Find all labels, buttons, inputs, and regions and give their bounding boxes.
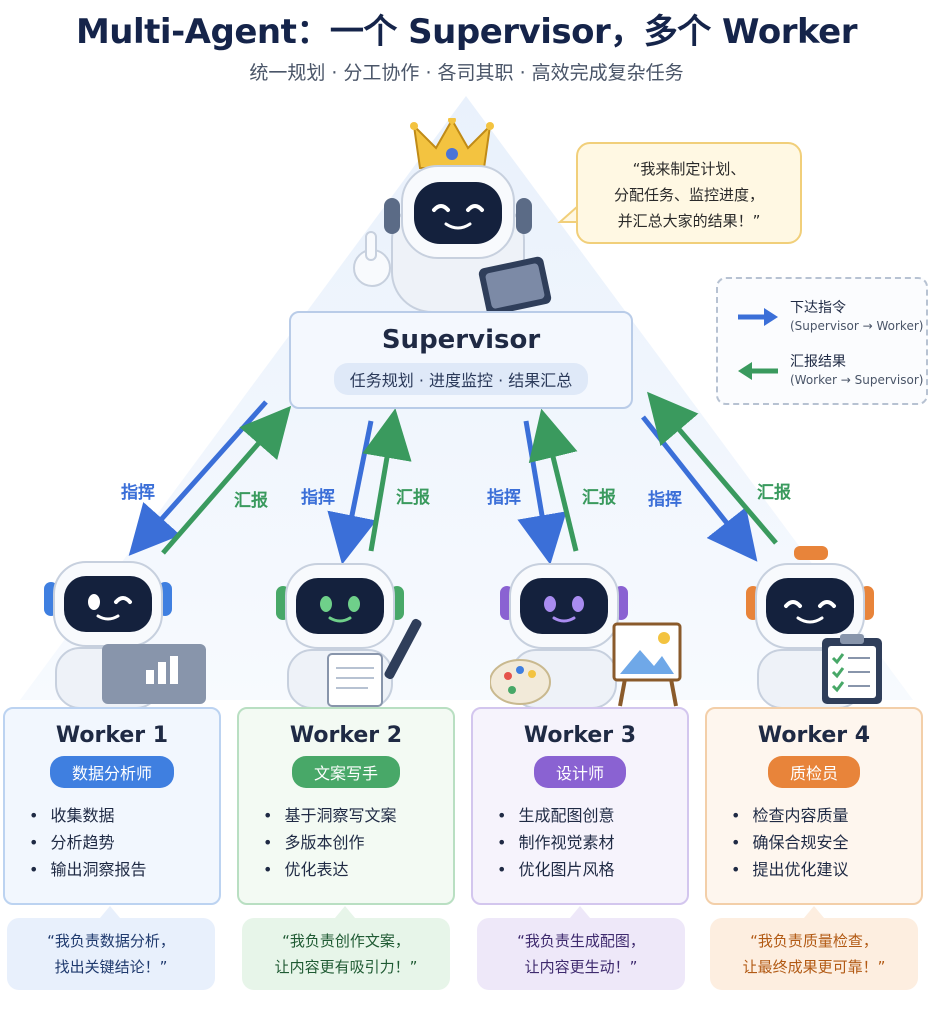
worker-card-1: Worker 1 数据分析师 收集数据 分析趋势 输出洞察报告 [3, 707, 221, 905]
worker-task: 生成配图创意 [497, 802, 687, 829]
quote-line: 让内容更有吸引力！” [274, 958, 418, 976]
easel-canvas-icon [612, 622, 682, 707]
arrow-left-icon [738, 362, 778, 380]
worker-role-badge: 数据分析师 [49, 756, 174, 788]
worker-quote-4: “我负责质量检查， 让最终成果更可靠！” [710, 918, 918, 990]
notepad-icon [327, 653, 383, 707]
worker-task: 优化图片风格 [497, 856, 687, 883]
quote-line: “我负责数据分析， [47, 932, 175, 950]
arrow-right-icon [738, 308, 778, 326]
worker-card-4: Worker 4 质检员 检查内容质量 确保合规安全 提出优化建议 [705, 707, 923, 905]
worker-task: 优化表达 [263, 856, 453, 883]
quote-tail-1 [100, 906, 120, 918]
worker-card-2: Worker 2 文案写手 基于洞察写文案 多版本创作 优化表达 [237, 707, 455, 905]
worker-task: 分析趋势 [29, 829, 219, 856]
worker-task: 收集数据 [29, 802, 219, 829]
worker-1-robot-illustration [44, 561, 206, 708]
page-title: Multi-Agent：一个 Supervisor，多个 Worker [75, 12, 858, 52]
worker-quote-1: “我负责数据分析， 找出关键结论！” [7, 918, 215, 990]
worker-title: Worker 4 [757, 723, 871, 748]
arrow-label-report-3: 汇报 [582, 488, 616, 508]
quote-line: “我负责生成配图， [517, 932, 645, 950]
raised-finger-icon [353, 231, 391, 287]
quote-tail-3 [570, 906, 590, 918]
pen-icon [384, 618, 422, 680]
clipboard-checklist-icon [822, 634, 882, 704]
laptop-icon [102, 644, 206, 704]
arrow-label-command-3: 指挥 [487, 488, 521, 508]
worker-task: 基于洞察写文案 [263, 802, 453, 829]
worker-task: 检查内容质量 [731, 802, 921, 829]
arrow-label-command-2: 指挥 [301, 488, 335, 508]
speech-line: “我来制定计划、 [632, 160, 746, 178]
legend-command-sub: (Supervisor → Worker) [790, 319, 924, 333]
worker-role-badge: 质检员 [767, 756, 860, 788]
tablet-icon [478, 256, 552, 314]
worker-task-list: 生成配图创意 制作视觉素材 优化图片风格 [497, 802, 687, 883]
legend-report-sub: (Worker → Supervisor) [790, 373, 924, 387]
worker-quote-2: “我负责创作文案， 让内容更有吸引力！” [242, 918, 450, 990]
palette-icon [490, 659, 551, 705]
worker-role-badge: 设计师 [533, 756, 626, 788]
worker-title: Worker 2 [289, 723, 403, 748]
crown-icon [410, 118, 494, 169]
quote-tail-2 [335, 906, 355, 918]
quote-line: “我负责质量检查， [750, 932, 878, 950]
supervisor-robot-illustration [353, 118, 552, 314]
quote-line: 找出关键结论！” [54, 958, 168, 976]
worker-quote-3: “我负责生成配图， 让内容更生动！” [477, 918, 685, 990]
legend-command: 下达指令 (Supervisor → Worker) [728, 297, 923, 341]
supervisor-duties: 任务规划 · 进度监控 · 结果汇总 [333, 363, 589, 395]
arrow-label-report-2: 汇报 [396, 488, 430, 508]
report-arrow-4 [647, 391, 778, 545]
supervisor-title: Supervisor [381, 325, 541, 355]
worker-title: Worker 1 [55, 723, 169, 748]
worker-task: 提出优化建议 [731, 856, 921, 883]
worker-card-3: Worker 3 设计师 生成配图创意 制作视觉素材 优化图片风格 [471, 707, 689, 905]
quote-line: 让内容更生动！” [524, 958, 638, 976]
worker-task: 多版本创作 [263, 829, 453, 856]
legend-report-label: 汇报结果 [790, 354, 846, 370]
worker-task-list: 基于洞察写文案 多版本创作 优化表达 [263, 802, 453, 883]
report-arrow-1 [161, 405, 292, 555]
worker-title: Worker 3 [523, 723, 637, 748]
worker-2-robot-illustration [276, 563, 422, 708]
arrow-label-report-4: 汇报 [757, 483, 791, 503]
worker-task-list: 检查内容质量 确保合规安全 提出优化建议 [731, 802, 921, 883]
arrow-label-report-1: 汇报 [234, 491, 268, 511]
speech-line: 并汇总大家的结果！” [617, 212, 761, 230]
report-arrow-2 [362, 408, 412, 552]
worker-role-badge: 文案写手 [291, 756, 400, 788]
arrow-label-command-1: 指挥 [121, 483, 155, 503]
worker-4-robot-illustration [746, 546, 882, 708]
legend: 下达指令 (Supervisor → Worker) 汇报结果 (Worker … [716, 277, 928, 405]
worker-task: 制作视觉素材 [497, 829, 687, 856]
worker-task-list: 收集数据 分析趋势 输出洞察报告 [29, 802, 219, 883]
legend-report: 汇报结果 (Worker → Supervisor) [728, 351, 923, 395]
worker-3-robot-illustration [490, 563, 682, 708]
worker-task: 输出洞察报告 [29, 856, 219, 883]
arrow-label-command-4: 指挥 [648, 490, 682, 510]
legend-command-label: 下达指令 [790, 300, 846, 316]
supervisor-box: Supervisor 任务规划 · 进度监控 · 结果汇总 [289, 311, 633, 409]
report-arrow-3 [528, 408, 579, 552]
quote-line: 让最终成果更可靠！” [742, 958, 886, 976]
quote-tail-4 [804, 906, 824, 918]
speech-line: 分配任务、监控进度， [613, 186, 764, 204]
page-subtitle: 统一规划 · 分工协作 · 各司其职 · 高效完成复杂任务 [249, 62, 684, 84]
quote-line: “我负责创作文案， [282, 932, 410, 950]
supervisor-speech-bubble: “我来制定计划、 分配任务、监控进度， 并汇总大家的结果！” [576, 142, 802, 244]
worker-task: 确保合规安全 [731, 829, 921, 856]
